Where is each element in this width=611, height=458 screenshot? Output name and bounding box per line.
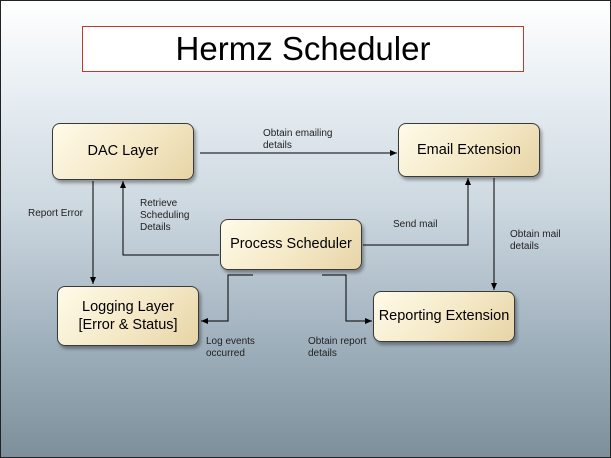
label-obtain-mail-details: Obtain mail details [510, 229, 561, 252]
label-retrieve-scheduling-details: Retrieve Scheduling Details [140, 198, 190, 233]
label-report-error: Report Error [28, 208, 84, 219]
page-title: Hermz Scheduler [82, 26, 524, 72]
node-reporting-extension: Reporting Extension [373, 291, 515, 342]
edge-process-to-email [363, 178, 471, 246]
label-obtain-emailing-details: Obtain emailing details [263, 128, 333, 151]
edge-process-to-reporting [322, 274, 372, 324]
label-obtain-report-details: Obtain report details [308, 336, 367, 359]
edge-process-to-logging [201, 274, 253, 324]
label-send-mail: Send mail [393, 219, 438, 230]
node-logging-layer: Logging Layer [Error & Status] [57, 286, 199, 346]
label-log-events-occurred: Log events occurred [206, 336, 255, 359]
edge-process-to-dac [120, 181, 219, 256]
node-dac-layer: DAC Layer [52, 123, 194, 180]
node-process-scheduler: Process Scheduler [220, 219, 362, 270]
node-email-extension: Email Extension [398, 123, 540, 177]
